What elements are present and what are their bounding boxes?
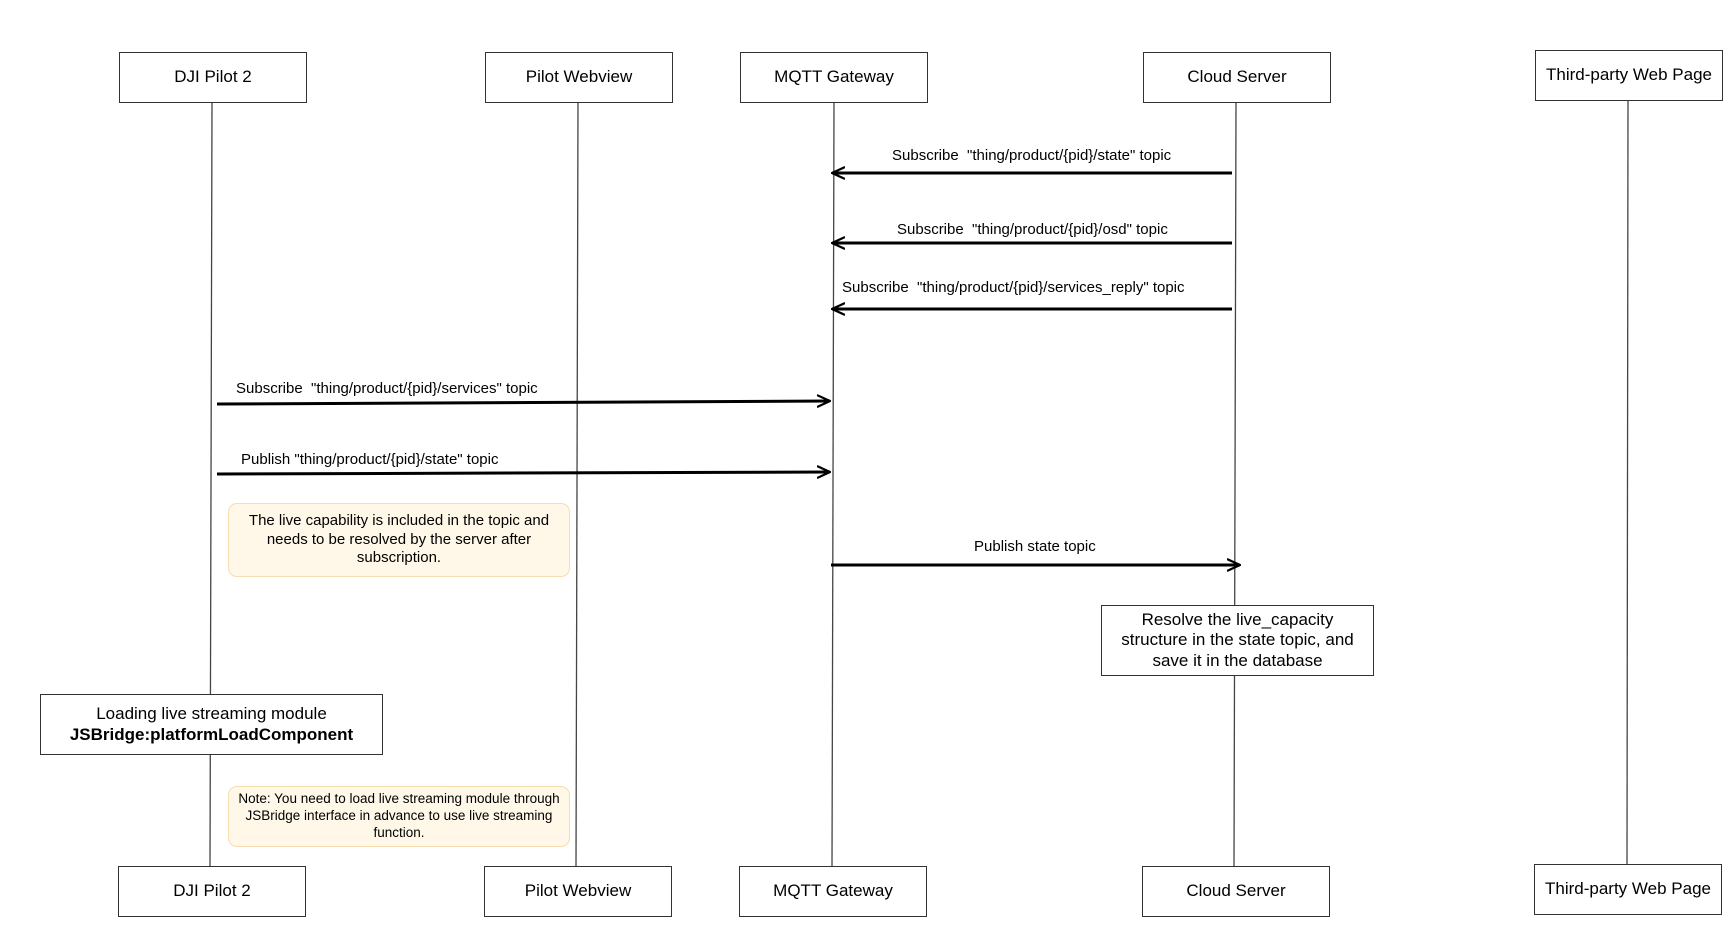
message-label-subscribe-state: Subscribe "thing/product/{pid}/state" to… [892, 147, 1172, 164]
participant-cloud-server-bottom: Cloud Server [1142, 866, 1330, 917]
activity-text-line1: Loading live streaming module [96, 704, 327, 724]
participant-label: Cloud Server [1186, 881, 1286, 901]
participant-label: MQTT Gateway [774, 67, 894, 87]
participant-label: Pilot Webview [525, 67, 633, 87]
lifeline-mqtt-gateway [831, 102, 835, 867]
participant-pilot-webview-top: Pilot Webview [485, 52, 673, 103]
participant-label: MQTT Gateway [773, 881, 893, 901]
participant-cloud-server-top: Cloud Server [1143, 52, 1331, 103]
participant-dji-pilot-bottom: DJI Pilot 2 [118, 866, 306, 917]
activity-text: Resolve the live_capacity structure in t… [1121, 609, 1354, 670]
message-label-publish-state: Publish "thing/product/{pid}/state" topi… [241, 451, 499, 468]
arrow-publish-state [216, 472, 830, 474]
activity-resolve-live-capacity: Resolve the live_capacity structure in t… [1101, 605, 1374, 676]
message-label-subscribe-services-reply: Subscribe "thing/product/{pid}/services_… [842, 279, 1185, 296]
participant-label: DJI Pilot 2 [174, 67, 252, 87]
participant-third-party-bottom: Third-party Web Page [1534, 864, 1722, 915]
participant-label: DJI Pilot 2 [173, 881, 251, 901]
lifeline-third-party [1626, 100, 1629, 865]
participant-label: Cloud Server [1187, 67, 1287, 87]
message-label-publish-state-topic: Publish state topic [974, 538, 1096, 555]
note-load-module: Note: You need to load live streaming mo… [228, 786, 570, 847]
lifeline-pilot-webview [575, 102, 579, 867]
arrow-subscribe-services [216, 401, 830, 404]
activity-loading-live-streaming: Loading live streaming module JSBridge:p… [40, 694, 383, 755]
note-text: Note: You need to load live streaming mo… [238, 791, 560, 840]
participant-label: Third-party Web Page [1546, 65, 1712, 85]
participant-label: Pilot Webview [524, 881, 632, 901]
participant-mqtt-gateway-bottom: MQTT Gateway [739, 866, 927, 917]
participant-dji-pilot-top: DJI Pilot 2 [119, 52, 307, 103]
note-text: The live capability is included in the t… [248, 511, 550, 567]
participant-mqtt-gateway-top: MQTT Gateway [740, 52, 928, 103]
participant-pilot-webview-bottom: Pilot Webview [484, 866, 672, 917]
message-label-subscribe-osd: Subscribe "thing/product/{pid}/osd" topi… [897, 221, 1168, 238]
participant-label: Third-party Web Page [1545, 879, 1711, 899]
participant-third-party-top: Third-party Web Page [1535, 50, 1723, 101]
note-live-capability: The live capability is included in the t… [228, 503, 570, 577]
lifeline-cloud-server [1233, 102, 1237, 867]
message-label-subscribe-services: Subscribe "thing/product/{pid}/services"… [236, 380, 538, 397]
activity-text-line2: JSBridge:platformLoadComponent [69, 724, 354, 744]
